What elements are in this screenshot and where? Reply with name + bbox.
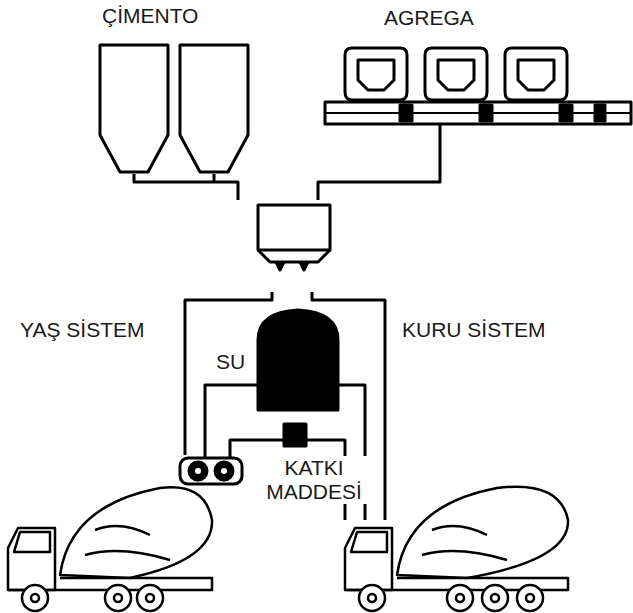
cement-label: ÇİMENTO [100,4,200,28]
cement-silo [100,45,168,172]
feed-line [213,174,216,182]
feed-line [134,174,238,200]
admixture-tank [284,424,306,446]
water-tank [258,310,338,410]
dry-system-label: KURU SİSTEM [400,318,548,342]
feed-line [318,124,440,200]
admixture-label: KATKI MADDESİ [248,456,380,504]
aggregate-label: AGREGA [382,6,476,30]
aggregate-bins [325,48,631,124]
weigh-hopper [258,205,330,270]
twin-shaft-mixer [180,458,242,484]
mixer-truck [345,487,568,611]
wet-system-label: YAŞ SİSTEM [18,318,146,342]
mixer-truck [8,487,212,611]
water-label: SU [214,350,247,374]
cement-silo [180,45,248,172]
